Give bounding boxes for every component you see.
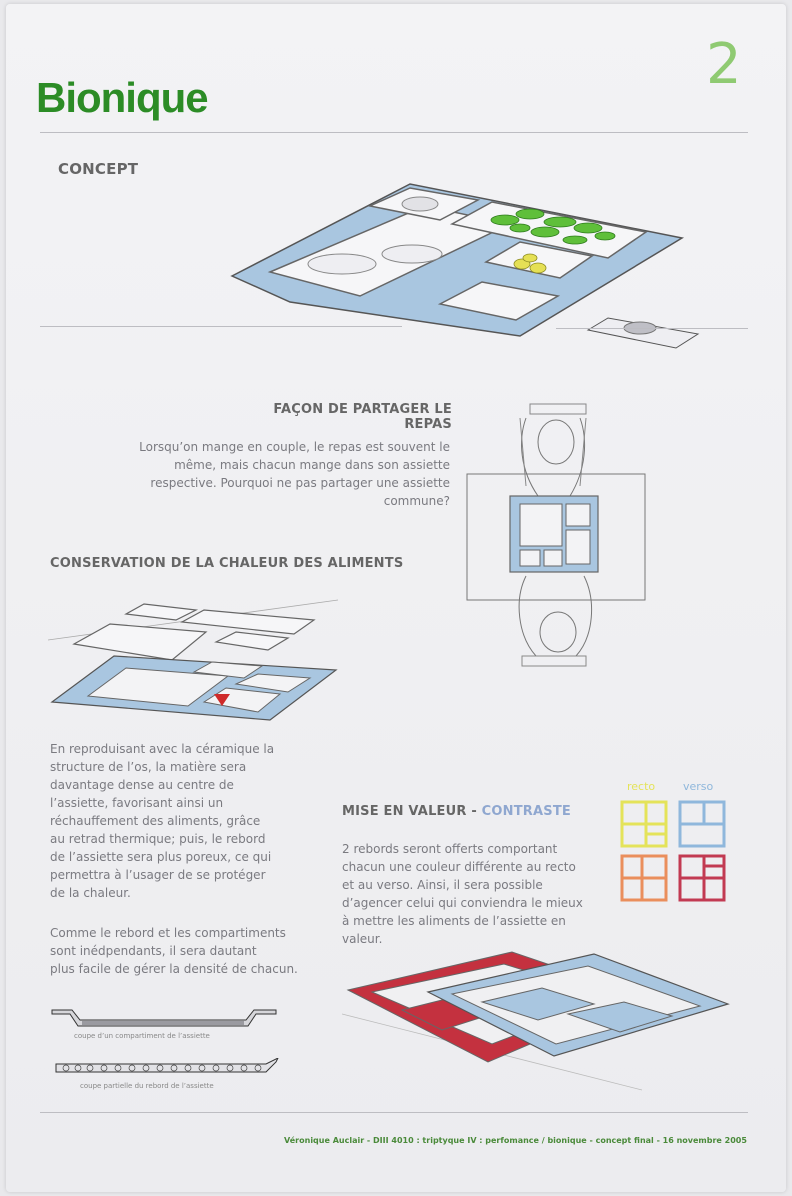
contrast-text: 2 rebords seront offerts comportant chac…: [342, 840, 608, 948]
compartment-section-caption: coupe d’un compartiment de l’assiette: [74, 1032, 210, 1040]
sharing-line: respective. Pourquoi ne pas partager une…: [150, 476, 450, 490]
concept-divider-left: [40, 326, 402, 327]
conservation-line: Comme le rebord et les compartiments: [50, 926, 286, 940]
contrast-heading-b: CONTRASTE: [481, 804, 571, 819]
contrast-line: valeur.: [342, 932, 383, 946]
conservation-line: sont inédpendants, il sera dautant: [50, 944, 257, 958]
compartment-section-drawing: [51, 1009, 277, 1027]
conservation-line: En reproduisant avec la céramique la: [50, 742, 275, 756]
conservation-line: réchauffement des aliments, grâce: [50, 814, 261, 828]
sharing-line: commune?: [383, 494, 450, 508]
swatch-blue: [678, 800, 726, 848]
table-illustration: [466, 403, 646, 667]
conservation-line: structure de l’os, la matière sera: [50, 760, 247, 774]
conservation-line: au retrad thermique; puis, le rebord: [50, 832, 266, 846]
contrast-line: chacun une couleur différente au recto: [342, 860, 576, 874]
color-swatches: [620, 800, 726, 902]
recto-label: recto: [627, 780, 656, 793]
conservation-line: davantage dense au centre de: [50, 778, 234, 792]
rim-section-drawing: [55, 1058, 279, 1073]
conservation-line: de l’assiette sera plus poreux, ce qui: [50, 850, 272, 864]
page-title: Bionique: [36, 74, 209, 121]
concept-heading: CONCEPT: [58, 160, 139, 178]
swatch-red: [678, 854, 726, 902]
contrast-line: à mettre les aliments de l’assiette en: [342, 914, 566, 928]
footer-credit: Véronique Auclair - DIII 4010 : triptyqu…: [284, 1136, 747, 1145]
page-number: 2: [706, 32, 742, 97]
tray-illustration: [230, 183, 700, 349]
contrast-line: 2 rebords seront offerts comportant: [342, 842, 558, 856]
footer-divider: [40, 1112, 748, 1113]
rim-section-caption: coupe partielle du rebord de l’assiette: [80, 1082, 214, 1090]
contrast-heading-a: MISE EN VALEUR -: [342, 804, 482, 819]
sharing-line: même, mais chacun mange dans son assiett…: [174, 458, 450, 472]
sharing-line: Lorsqu’on mange en couple, le repas est …: [139, 440, 450, 454]
conservation-line: l’assiette, favorisant ainsi un: [50, 796, 224, 810]
swatch-yellow: [620, 800, 668, 848]
verso-label: verso: [683, 780, 714, 793]
concept-divider-right: [556, 328, 748, 329]
conservation-paragraph-1: En reproduisant avec la céramique la str…: [50, 740, 320, 902]
contrast-heading: MISE EN VALEUR - CONTRASTE: [342, 804, 571, 819]
swatch-orange: [620, 854, 668, 902]
sharing-text: Lorsqu’on mange en couple, le repas est …: [118, 438, 450, 510]
contrast-line: et au verso. Ainsi, il sera possible: [342, 878, 543, 892]
sharing-heading: FAÇON DE PARTAGER LE REPAS: [273, 402, 452, 432]
conservation-line: de la chaleur.: [50, 886, 131, 900]
layer-exploded-illustration: [48, 599, 339, 721]
conservation-heading: CONSERVATION DE LA CHALEUR DES ALIMENTS: [50, 556, 404, 571]
conservation-paragraph-2: Comme le rebord et les compartiments son…: [50, 924, 320, 978]
conservation-line: plus facile de gérer la densité de chacu…: [50, 962, 298, 976]
rim-frames-illustration: [342, 951, 730, 1091]
conservation-line: permettra à l’usager de se protéger: [50, 868, 266, 882]
contrast-line: d’agencer celui qui conviendra le mieux: [342, 896, 583, 910]
header-divider: [40, 132, 748, 133]
